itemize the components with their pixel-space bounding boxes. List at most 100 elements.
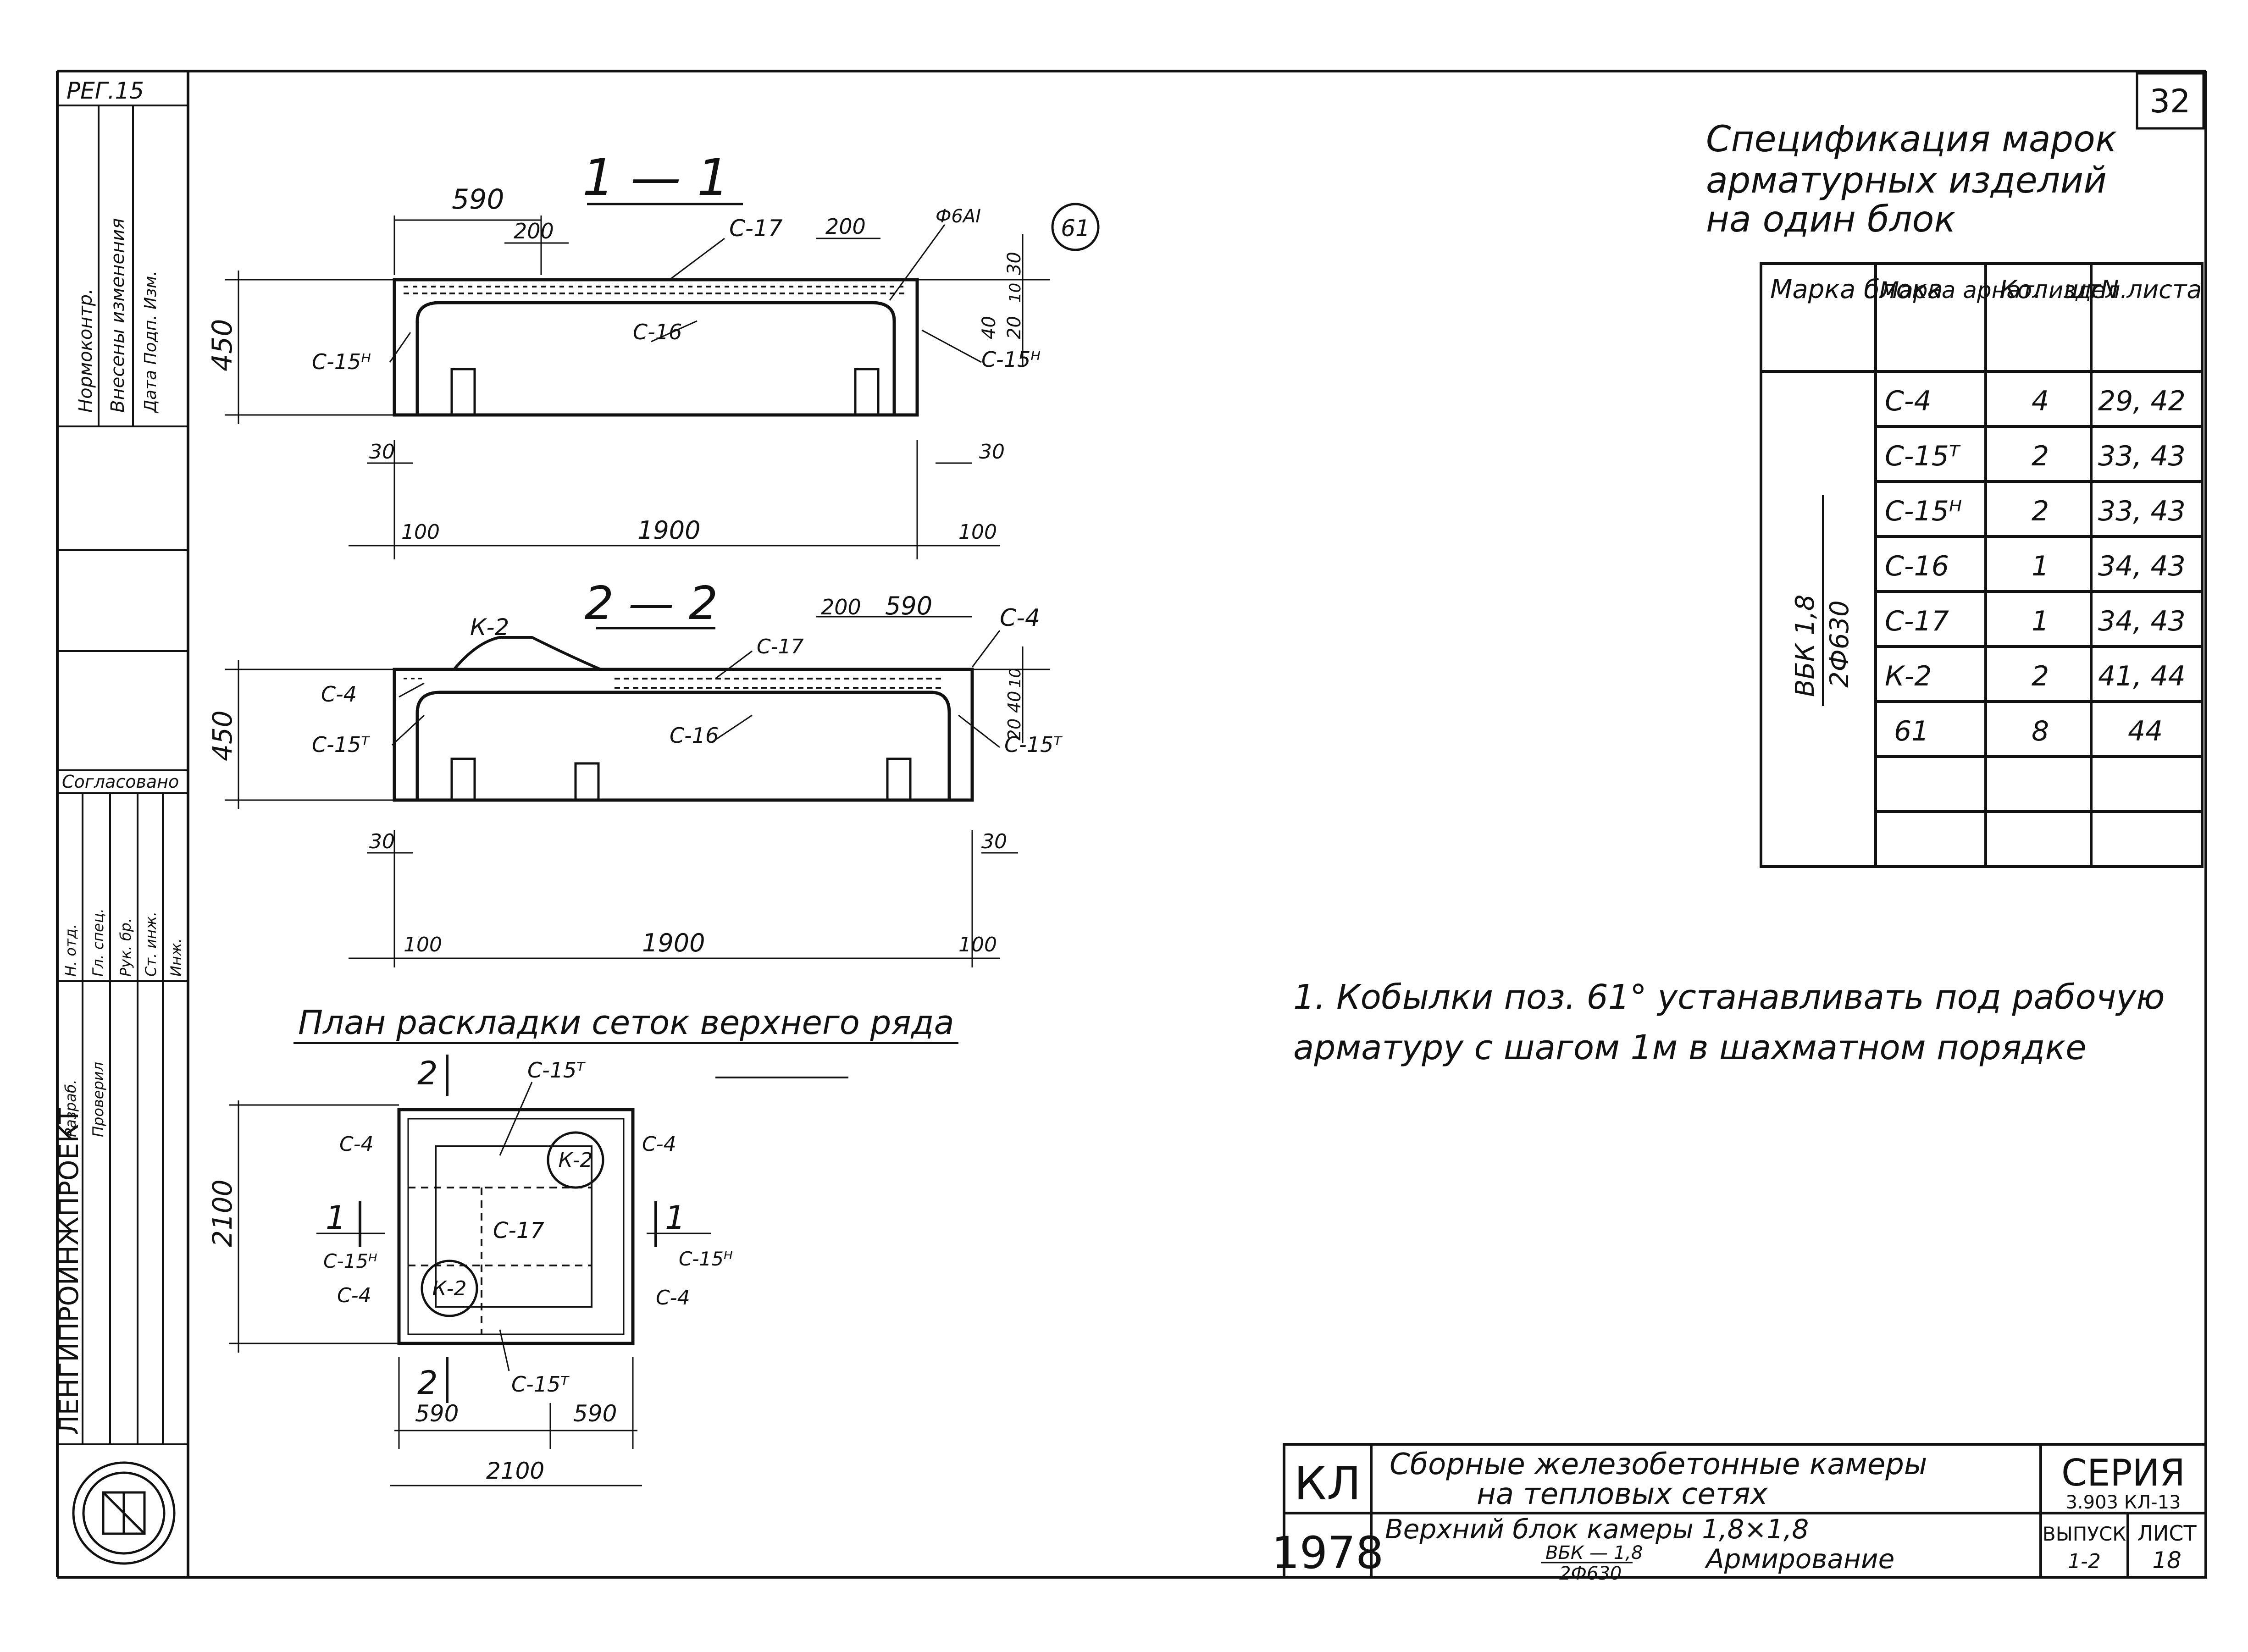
spec-block-mark-bottom: 2Ф630 [1825, 600, 1855, 688]
plan-section1-right: 1 [665, 1199, 686, 1237]
strip-role-4: Инж. [167, 938, 185, 977]
s2-dim-20: 20 [1004, 718, 1024, 740]
spec-row: С-17 1 34, 43 [1885, 605, 2186, 637]
section-2-2: 2 — 2 200 590 450 10 40 20 30 30 100 190… [207, 576, 1063, 967]
s1-dim-30l: 30 [369, 440, 395, 464]
s2-dim-30r: 30 [981, 830, 1007, 853]
plan-dim-590-left: 590 [415, 1400, 459, 1427]
s1-dim-100l: 100 [401, 520, 440, 544]
s1-dim-450: 450 [206, 319, 238, 371]
s2-label-k2: К-2 [470, 614, 509, 641]
spec-cell-sheet: 33, 43 [2098, 495, 2186, 527]
s1-label-c16: С-16 [633, 320, 682, 344]
spec-row: С-4 4 29, 42 [1885, 385, 2186, 417]
s2-dim-1900: 1900 [642, 928, 705, 957]
s1-label-c15h-right: С-15ᴴ [981, 347, 1041, 372]
title-block: КЛ 1978 Сборные железобетонные камеры на… [1272, 1443, 2207, 1584]
tb-series-label: СЕРИЯ [2061, 1452, 2185, 1494]
tb-frac-bottom: 2Ф630 [1559, 1563, 1622, 1584]
section-1-1: 1 — 1 590 200 200 450 30 10 20 40 30 [206, 148, 1100, 559]
strip-role-5: Разраб. [62, 1079, 79, 1137]
spec-cell-mark: С-15ᴴ [1885, 495, 1962, 527]
s2-dim-30l: 30 [369, 830, 395, 853]
spec-header-sheet: N листа [2100, 275, 2202, 304]
note-line1: 1. Кобылки поз. 61° устанавливать под ра… [1293, 978, 2165, 1017]
tb-subtitle-tail: Армирование [1704, 1543, 1894, 1575]
spec-cell-sheet: 29, 42 [2098, 385, 2186, 417]
spec-row: С-16 1 34, 43 [1885, 550, 2186, 582]
spec-title-line1: Спецификация марок [1706, 119, 2117, 160]
spec-cell-sheet: 33, 43 [2098, 440, 2186, 472]
sheet-frame [56, 70, 2207, 1579]
plan-label-c15t-top: С-15ᵀ [527, 1058, 586, 1083]
plan-label-c17: С-17 [493, 1218, 544, 1243]
spec-title-line3: на один блок [1706, 199, 1956, 240]
plan-title: План раскладки сеток верхнего ряда [298, 1003, 954, 1042]
note-line2: арматуру с шагом 1м в шахматном порядке [1293, 1028, 2087, 1067]
plan-section1-left: 1 [326, 1199, 346, 1237]
tb-code: КЛ [1294, 1457, 1361, 1510]
tb-frac-top: ВБК — 1,8 [1545, 1542, 1643, 1564]
spec-cell-mark: 61 [1894, 715, 1929, 747]
s1-dim-200b: 200 [825, 214, 866, 239]
spec-row: С-15ᴴ 2 33, 43 [1885, 495, 2186, 527]
s1-label-c15h-left: С-15ᴴ [312, 349, 371, 374]
strip-row-date: Дата Подп. Изм. [141, 271, 160, 414]
spec-header-qty: Кол. шт [1999, 275, 2102, 304]
tb-series-value: 3.903 КЛ-13 [2065, 1492, 2181, 1513]
strip-role-3: Ст. инж. [142, 912, 160, 977]
s1-dim-1900: 1900 [637, 516, 700, 545]
spec-block-mark-top: ВБК 1,8 [1790, 595, 1820, 697]
s1-dim-100r: 100 [958, 520, 997, 544]
plan-label-c4-bl: С-4 [337, 1284, 371, 1307]
plan-marker-k2-a: К-2 [558, 1149, 592, 1172]
tb-title-line2: на тепловых сетях [1477, 1477, 1768, 1511]
plan-label-c4-tl: С-4 [339, 1133, 374, 1156]
plan-label-c15h-left: С-15ᴴ [323, 1250, 377, 1272]
s2-label-c4-top: С-4 [1000, 604, 1040, 632]
spec-row: 61 8 44 [1894, 715, 2163, 747]
spec-row: С-15ᵀ 2 33, 43 [1885, 440, 2186, 472]
s2-dim-450: 450 [207, 710, 238, 761]
strip-role-2: Рук. бр. [117, 918, 134, 977]
s2-dim-10: 10 [1006, 668, 1024, 688]
s2-dim-200: 200 [821, 595, 861, 619]
spec-title-line2: арматурных изделий [1706, 160, 2107, 201]
corner-mark-number: 32 [2149, 83, 2190, 120]
s1-label-rebar: Ф6АI [936, 206, 981, 227]
strip-role-1: Гл. спец. [89, 908, 107, 977]
plan-label-c15t-bot: С-15ᵀ [511, 1372, 570, 1397]
s1-label-c17: С-17 [729, 215, 783, 242]
plan-label-c15h-right: С-15ᴴ [679, 1248, 733, 1270]
tb-issue-value: 1-2 [2068, 1550, 2101, 1573]
plan-dim-2100-bottom: 2100 [486, 1458, 544, 1484]
spec-cell-mark: С-4 [1885, 385, 1932, 417]
s2-label-c15t-left: С-15ᵀ [312, 732, 370, 757]
plan-section2-top: 2 [417, 1055, 438, 1092]
s2-dim-590: 590 [885, 591, 932, 620]
tb-title-line1: Сборные железобетонные камеры [1390, 1448, 1927, 1481]
spec-cell-sheet: 41, 44 [2098, 660, 2186, 692]
s2-label-c17: С-17 [757, 635, 804, 658]
corner-sheet-mark: 32 [2136, 72, 2205, 130]
spec-cell-qty: 2 [2032, 440, 2049, 472]
tb-issue-label: ВЫПУСК [2043, 1523, 2126, 1545]
spec-cell-qty: 2 [2032, 495, 2049, 527]
spec-cell-mark: К-2 [1885, 660, 1932, 692]
spec-cell-qty: 4 [2032, 385, 2049, 417]
spec-cell-mark: С-16 [1885, 550, 1949, 582]
plan-dim-2100-vertical: 2100 [207, 1179, 238, 1247]
section-2-title: 2 — 2 [585, 576, 718, 630]
s2-label-c4-left: С-4 [321, 682, 357, 707]
spec-cell-sheet: 34, 43 [2098, 605, 2186, 637]
strip-role-0: Н. отд. [62, 924, 79, 977]
tb-sheet-value: 18 [2152, 1547, 2182, 1574]
spec-cell-sheet: 44 [2128, 715, 2163, 747]
tb-year: 1978 [1272, 1527, 1384, 1579]
s1-dim-30r: 30 [1004, 252, 1025, 275]
s1-pos-marker: 61 [1061, 215, 1090, 242]
spec-cell-qty: 1 [2032, 605, 2049, 637]
plan-view: План раскладки сеток верхнего ряда 2 2 1… [207, 1003, 958, 1486]
note: 1. Кобылки поз. 61° устанавливать под ра… [1293, 978, 2165, 1067]
s1-dim-590: 590 [452, 183, 504, 215]
